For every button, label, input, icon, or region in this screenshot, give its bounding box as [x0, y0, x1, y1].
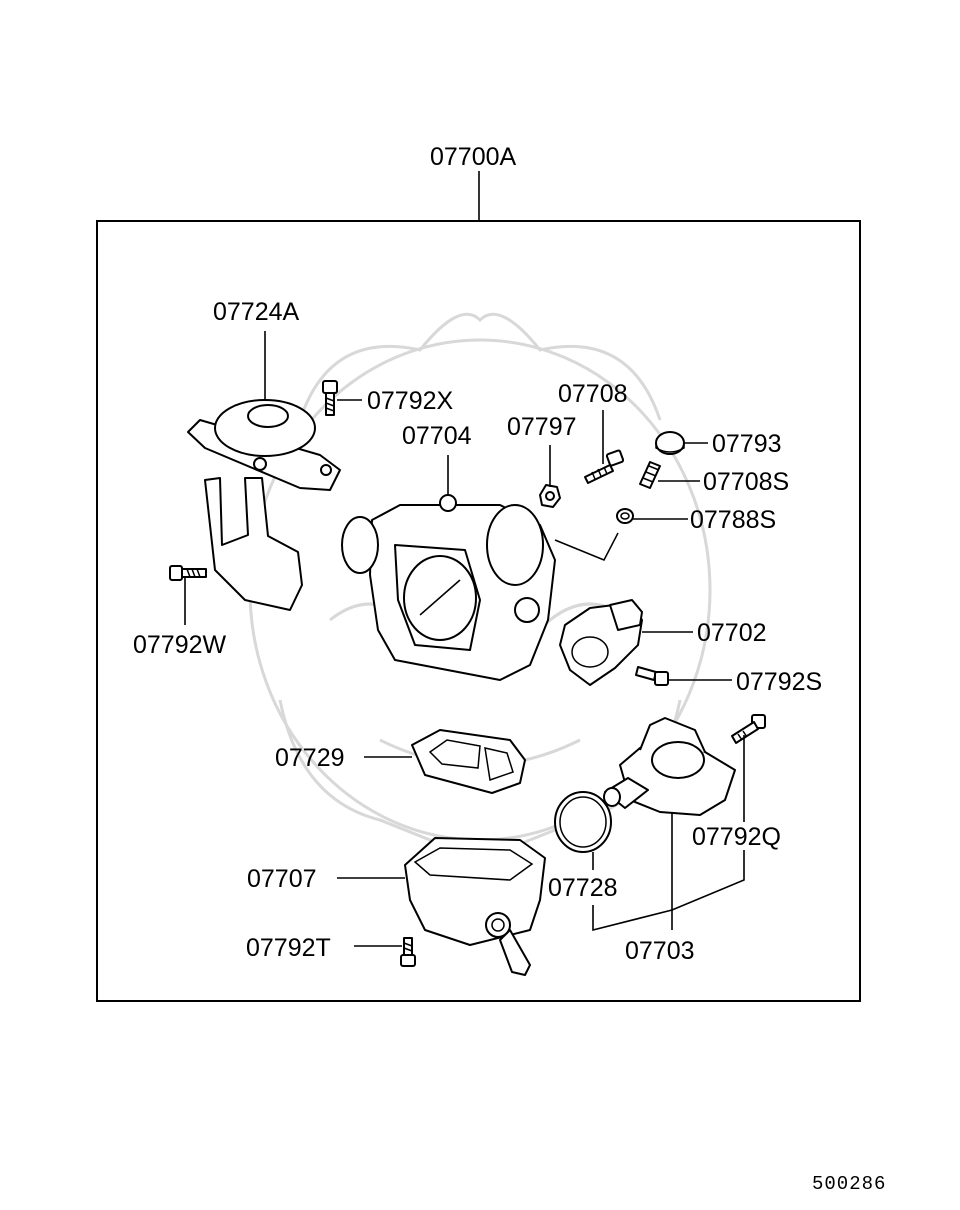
part-07729-drawing — [411, 729, 526, 794]
assembly-label: 07700A — [430, 143, 517, 171]
part-07708s-drawing — [639, 461, 661, 489]
part-07702-drawing — [559, 599, 643, 686]
part-07797-drawing — [539, 484, 561, 508]
part-07704-drawing — [341, 494, 556, 681]
label-07707: 07707 — [247, 865, 317, 893]
label-07702: 07702 — [697, 619, 767, 647]
part-07707-drawing — [404, 837, 546, 976]
part-07792t-drawing — [400, 937, 416, 967]
label-07724a: 07724A — [213, 298, 300, 326]
label-07797: 07797 — [507, 413, 577, 441]
label-07728: 07728 — [548, 874, 618, 902]
diagram-code: 500286 — [812, 1173, 886, 1195]
part-07728-drawing — [554, 791, 612, 853]
label-07792s: 07792S — [736, 668, 822, 696]
label-07792x: 07792X — [367, 387, 454, 415]
part-07792x-drawing — [322, 380, 338, 416]
label-07729: 07729 — [275, 744, 345, 772]
part-07792s-drawing — [635, 666, 669, 686]
label-07708: 07708 — [558, 380, 628, 408]
part-07788s-drawing — [554, 508, 634, 561]
label-07788s: 07788S — [690, 506, 776, 534]
part-07792q-drawing — [731, 714, 766, 744]
leader-lines — [184, 331, 745, 947]
label-07792w: 07792W — [133, 631, 227, 659]
label-07793: 07793 — [712, 430, 782, 458]
part-07703-drawing — [603, 717, 736, 816]
label-07703: 07703 — [625, 937, 695, 965]
label-07704: 07704 — [402, 422, 472, 450]
label-07792t: 07792T — [246, 934, 331, 962]
part-07792w-drawing — [169, 565, 207, 581]
part-07724a-drawing — [187, 399, 341, 611]
part-07708-drawing — [584, 449, 625, 484]
part-07793-drawing — [655, 431, 685, 455]
label-07792q: 07792Q — [692, 823, 781, 851]
label-07708s: 07708S — [703, 468, 789, 496]
